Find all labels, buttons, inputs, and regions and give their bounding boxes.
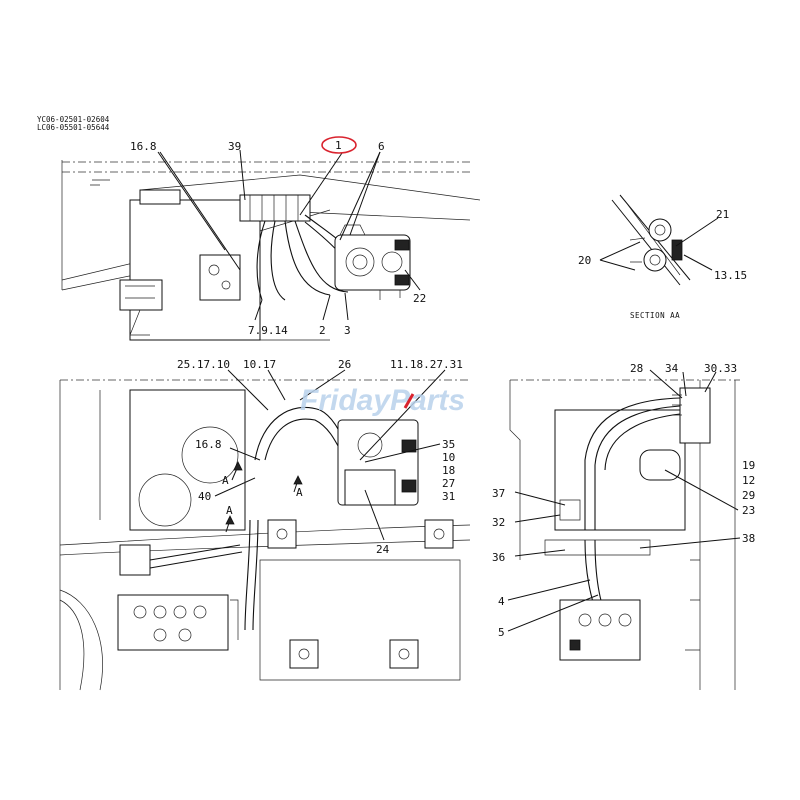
callout-2: 2 (319, 324, 326, 337)
callout-22: 22 (413, 292, 426, 305)
callout-19: 19 (742, 459, 755, 472)
lower-right-assembly (507, 369, 741, 690)
lower-left-assembly (59, 369, 471, 691)
callout-11-18-27-31: 11.18.27.31 (390, 358, 463, 371)
watermark-brand-part2: Parts (390, 384, 465, 417)
callout-27: 27 (442, 477, 455, 490)
callout-7-9-14: 7.9.14 (248, 324, 288, 337)
callout-37: 37 (492, 487, 505, 500)
callout-35: 35 (442, 438, 455, 451)
callout-16-8-mid: 16.8 (195, 438, 222, 451)
fridayparts-watermark: FridayParts (300, 384, 465, 417)
callout-4: 4 (498, 595, 505, 608)
callout-32: 32 (492, 516, 505, 529)
callout-39: 39 (228, 140, 241, 153)
callout-10-mid: 10 (442, 451, 455, 464)
callout-10-17: 10.17 (243, 358, 276, 371)
highlight-circle (321, 136, 357, 154)
watermark-brand-part1: Friday (300, 384, 391, 417)
callout-12: 12 (742, 474, 755, 487)
section-aa-label: SECTION AA (630, 311, 680, 320)
callout-31: 31 (442, 490, 455, 503)
callout-29: 29 (742, 489, 755, 502)
callout-1: 1 (335, 139, 342, 152)
callout-26: 26 (338, 358, 351, 371)
callout-6: 6 (378, 140, 385, 153)
callout-38: 38 (742, 532, 755, 545)
top-assembly (61, 149, 481, 341)
callout-28: 28 (630, 362, 643, 375)
svg-text:FridayParts: FridayParts (300, 384, 465, 417)
callout-section-a-3: A (226, 504, 233, 517)
callout-section-a-2: A (296, 486, 303, 499)
callout-section-a-1: A (222, 474, 229, 487)
section-aa-detail (599, 194, 719, 286)
callout-34: 34 (665, 362, 679, 375)
callout-5: 5 (498, 626, 505, 639)
callout-3: 3 (344, 324, 351, 337)
callout-18: 18 (442, 464, 455, 477)
callout-20: 20 (578, 254, 591, 267)
callout-16-8-top: 16.8 (130, 140, 157, 153)
callout-40: 40 (198, 490, 211, 503)
callout-36: 36 (492, 551, 505, 564)
callout-25-17-10: 25.17.10 (177, 358, 230, 371)
callout-24: 24 (376, 543, 390, 556)
callout-13-15: 13.15 (714, 269, 747, 282)
callout-21: 21 (716, 208, 729, 221)
serial-range-2: LC06-05501-05644 (37, 123, 110, 132)
callout-30-33: 30.33 (704, 362, 737, 375)
callout-23: 23 (742, 504, 755, 517)
serial-range-1: YC06-02501-02604 (37, 115, 110, 124)
